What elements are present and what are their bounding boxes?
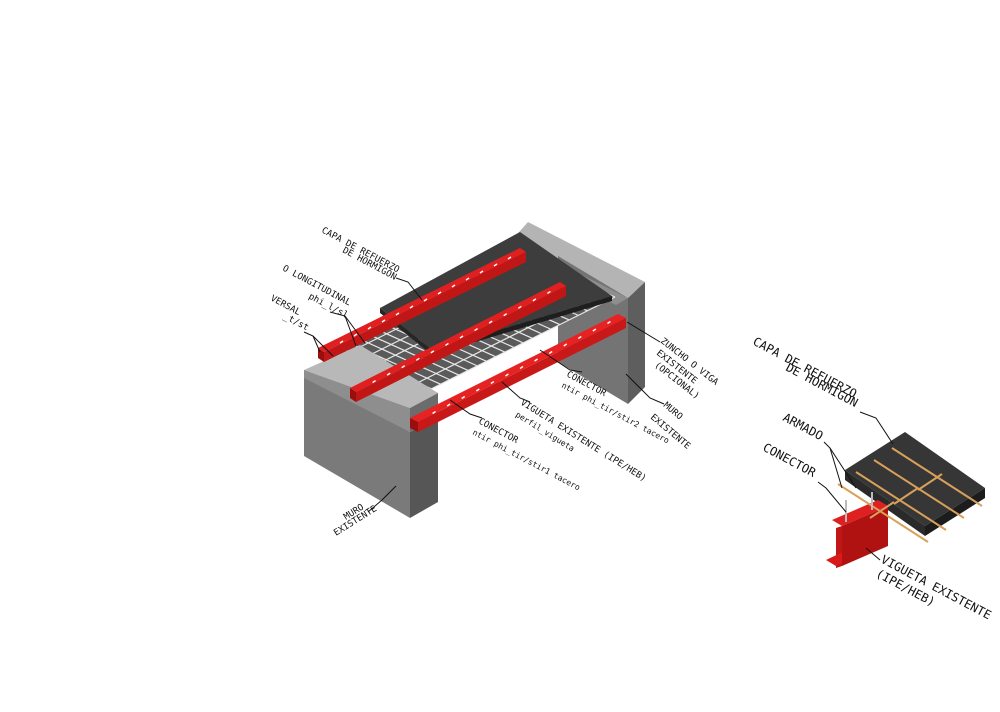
connector-stud [503,313,508,317]
connector-stud [430,350,435,354]
connector-stud [548,350,553,355]
detail-rebar-cross [869,501,895,519]
detail-rebar-cross [893,487,919,505]
connector-stud [381,319,386,323]
connector-stud [353,333,358,337]
detail-rebar [855,471,947,531]
connector-stud [532,298,537,302]
connector-stud [505,373,509,377]
connector-stud [446,403,451,407]
connector-stud [488,320,493,324]
detail-conector: CONECTOR [761,440,819,480]
connector-stud [534,358,538,362]
connector-stud [445,342,449,347]
connector-stud [507,256,512,260]
detail-rebar-cross [917,473,943,491]
connector-stud [517,305,522,309]
connector-stud [475,388,480,392]
connector-stud [372,379,376,384]
connector-stud [607,320,611,325]
connector-stud [519,365,524,370]
label-muro-right-line1: MURO [661,401,684,423]
connector-stud [547,290,551,295]
detail-label-vigueta: VIGUETA EXISTENTE (IPE/HEB) [865,547,994,622]
connector-stud [386,372,391,376]
connector-stud [577,335,582,340]
connector-stud [459,335,464,339]
detail-label-capa: CAPA DE REFUERZO DE HORMIGÓN [751,334,894,445]
connector-stud [437,291,442,295]
label-conector-b-line2: ntir phi_tir/stir1 tacero [471,428,582,493]
label-capa-refuerzo: CAPA DE REFUERZO DE HORMIGÓN [320,226,423,301]
connector-stud [451,284,456,288]
connector-stud [493,263,498,267]
connector-stud [479,270,484,274]
detail-diagram [826,432,985,568]
connector-stud [401,365,406,369]
connector-stud [409,305,414,309]
detail-rebar [837,483,929,543]
rebar-transversal [354,336,450,381]
rebar-transversal [372,327,469,372]
detail-label-conector: CONECTOR [761,440,847,513]
connector-stud [432,410,436,415]
connector-stud [465,277,470,281]
connector-stud [395,312,400,316]
connector-stud [563,343,568,347]
connector-stud [339,340,344,344]
steel-joists [318,248,626,432]
connector-stud [415,357,420,361]
connector-stud [490,380,495,385]
connector-stud [461,395,466,400]
connector-stud [474,327,478,332]
connector-stud [423,298,428,302]
connector-stud [367,326,372,330]
connectors [339,256,611,415]
detail-armado: ARMADO [781,410,826,443]
connector-stud [592,328,597,332]
rebar-transversal [363,331,460,376]
detail-label-armado: ARMADO [781,410,857,489]
